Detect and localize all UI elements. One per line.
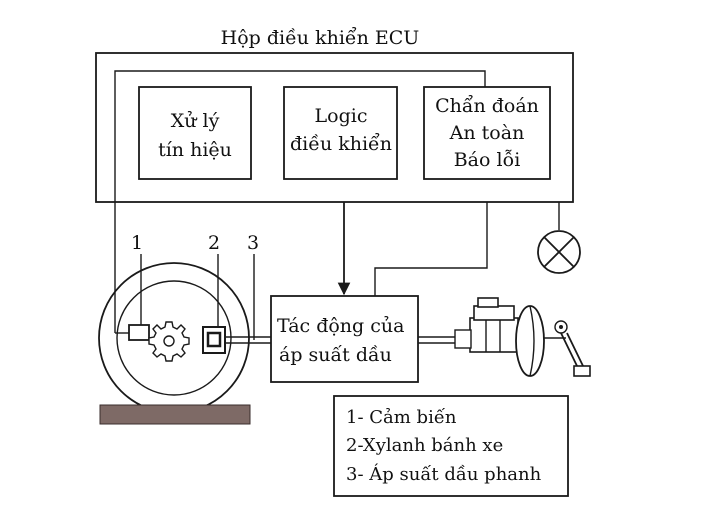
diagnostics-line1: Chẩn đoán [435, 95, 539, 117]
logic-control-box [283, 86, 398, 180]
master-cylinder-icon [454, 297, 519, 353]
pedal-icon [544, 320, 591, 377]
diagnostics-line2: An toàn [449, 122, 525, 144]
label-1: 1 [131, 232, 143, 254]
label-2: 2 [208, 232, 220, 254]
actuator-line2: áp suất dầu [279, 344, 392, 366]
feedback-wire [374, 202, 488, 296]
wheel-cylinder [202, 326, 226, 354]
logic-control-line1: Logic [315, 105, 368, 127]
logic-control-line2: điều khiển [290, 133, 392, 155]
ecu-title: Hộp điều khiển ECU [221, 27, 420, 49]
legend-box [333, 395, 569, 497]
signal-processing-box [138, 86, 252, 180]
actuator-line1: Tác động của [277, 315, 404, 337]
warning-lamp-icon [537, 230, 581, 274]
ground-bar [99, 404, 251, 425]
legend-item-1: 1- Cảm biến [346, 407, 457, 428]
diagnostics-line3: Báo lỗi [454, 149, 521, 171]
sensor-signal-wire [114, 70, 486, 333]
signal-processing-line1: Xử lý [171, 110, 220, 132]
brake-booster-icon [515, 305, 545, 377]
hydraulic-actuator-box [270, 295, 419, 383]
legend-item-2: 2-Xylanh bánh xe [346, 435, 503, 456]
diagnostics-box [423, 86, 551, 180]
label-3: 3 [247, 232, 259, 254]
gear-icon [148, 321, 190, 362]
legend-item-3: 3- Áp suất dầu phanh [346, 462, 542, 485]
signal-processing-line2: tín hiệu [158, 139, 232, 161]
wheel-speed-sensor [128, 324, 150, 341]
